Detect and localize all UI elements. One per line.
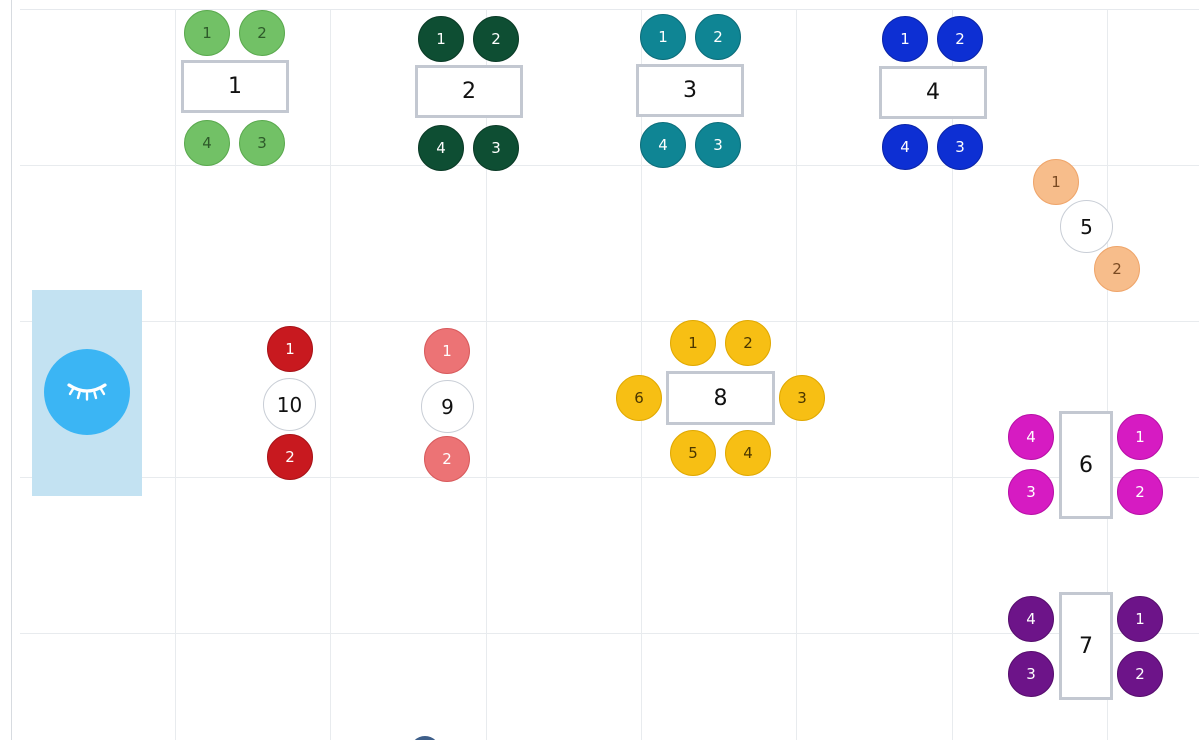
table-7[interactable]: 7	[1059, 592, 1113, 700]
seat[interactable]: 1	[882, 16, 928, 62]
seat[interactable]: 4	[184, 120, 230, 166]
seat[interactable]: 4	[882, 124, 928, 170]
grid-line-vertical	[175, 10, 176, 740]
table-label: 8	[713, 385, 728, 411]
table-2[interactable]: 2	[415, 65, 523, 118]
seat[interactable]: 3	[695, 122, 741, 168]
partial-seat-offscreen[interactable]	[410, 736, 440, 740]
seat[interactable]: 2	[1117, 469, 1163, 515]
seat[interactable]: 3	[1008, 651, 1054, 697]
seat[interactable]: 1	[418, 16, 464, 62]
grid-line-horizontal	[20, 633, 1199, 634]
closed-eye-icon	[67, 383, 107, 401]
seat[interactable]: 2	[1117, 651, 1163, 697]
table-8[interactable]: 8	[666, 371, 775, 425]
seat[interactable]: 1	[1117, 414, 1163, 460]
seat[interactable]: 3	[239, 120, 285, 166]
seat[interactable]: 2	[725, 320, 771, 366]
grid-line-vertical	[486, 10, 487, 740]
table-4[interactable]: 4	[879, 66, 987, 119]
grid-line-horizontal	[20, 165, 1199, 166]
seat[interactable]: 4	[725, 430, 771, 476]
seat[interactable]: 2	[937, 16, 983, 62]
table-9[interactable]: 9	[421, 380, 474, 433]
table-label: 3	[683, 78, 697, 103]
table-label: 5	[1080, 214, 1093, 239]
seat[interactable]: 2	[473, 16, 519, 62]
table-label: 1	[228, 74, 242, 99]
table-label: 4	[926, 80, 940, 105]
seat[interactable]: 1	[640, 14, 686, 60]
grid-line-vertical	[1107, 10, 1108, 740]
seat[interactable]: 1	[1033, 159, 1079, 205]
seat[interactable]: 1	[184, 10, 230, 56]
seat[interactable]: 5	[670, 430, 716, 476]
seat[interactable]: 1	[1117, 596, 1163, 642]
grid-line-horizontal	[20, 477, 1199, 478]
table-label: 2	[462, 79, 476, 104]
seat[interactable]: 4	[1008, 596, 1054, 642]
canvas-top-border	[20, 9, 1199, 10]
grid-line-vertical	[330, 10, 331, 740]
seat[interactable]: 3	[473, 125, 519, 171]
seat[interactable]: 1	[670, 320, 716, 366]
table-label: 10	[276, 392, 303, 417]
seat[interactable]: 4	[1008, 414, 1054, 460]
seat[interactable]: 3	[937, 124, 983, 170]
grid-line-horizontal	[20, 321, 1199, 322]
table-6[interactable]: 6	[1059, 411, 1113, 519]
seat[interactable]: 2	[695, 14, 741, 60]
seat[interactable]: 3	[1008, 469, 1054, 515]
seat[interactable]: 2	[424, 436, 470, 482]
table-label: 6	[1079, 452, 1093, 478]
table-3[interactable]: 3	[636, 64, 744, 117]
seat[interactable]: 2	[1094, 246, 1140, 292]
toggle-visibility-button[interactable]	[44, 349, 130, 435]
seat[interactable]: 3	[779, 375, 825, 421]
table-label: 7	[1079, 633, 1093, 659]
seat[interactable]: 6	[616, 375, 662, 421]
seat[interactable]: 2	[239, 10, 285, 56]
table-10[interactable]: 10	[263, 378, 316, 431]
seat[interactable]: 2	[267, 434, 313, 480]
visibility-panel	[32, 290, 142, 496]
table-label: 9	[441, 394, 454, 419]
table-5[interactable]: 5	[1060, 200, 1113, 253]
seat[interactable]: 1	[267, 326, 313, 372]
grid-line-vertical	[952, 10, 953, 740]
seat[interactable]: 4	[640, 122, 686, 168]
seat[interactable]: 1	[424, 328, 470, 374]
canvas-left-border	[11, 0, 12, 740]
seat[interactable]: 4	[418, 125, 464, 171]
table-1[interactable]: 1	[181, 60, 289, 113]
